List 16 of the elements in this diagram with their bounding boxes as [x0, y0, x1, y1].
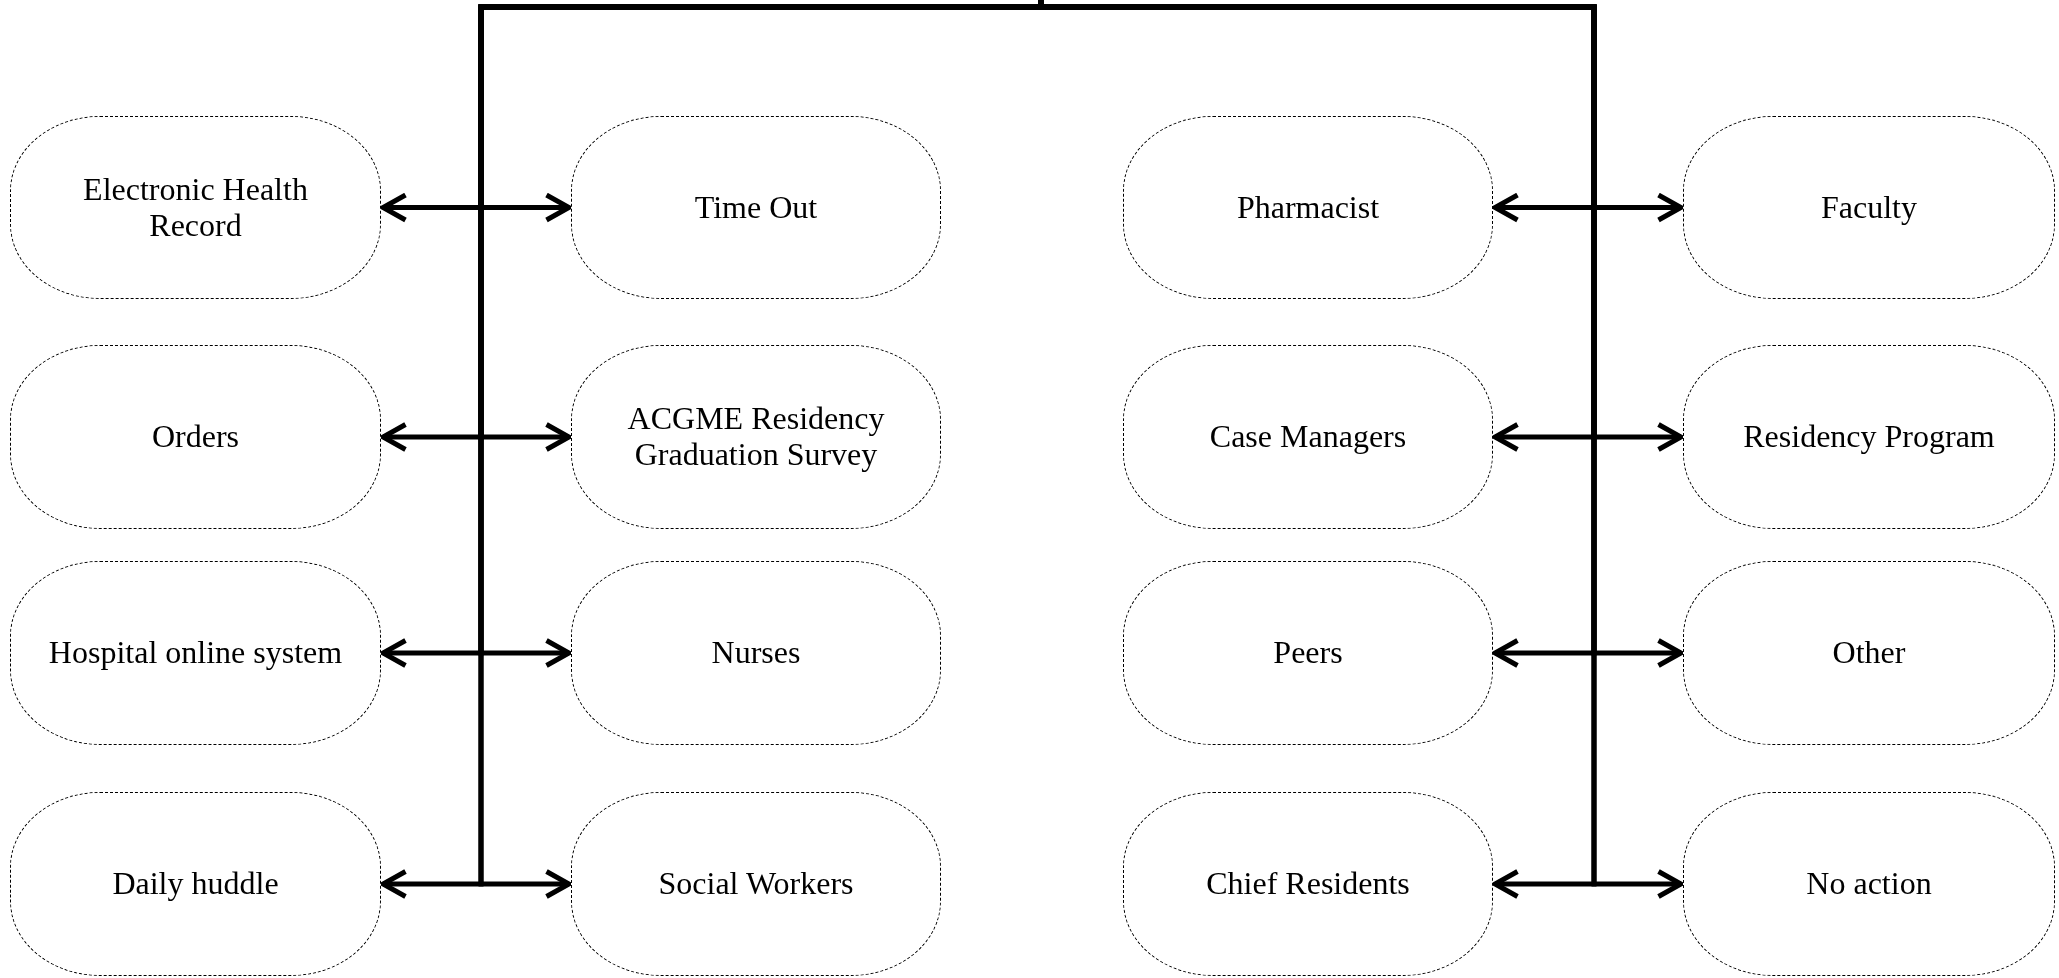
category-box: ACGME Residency Graduation Survey — [571, 345, 941, 529]
category-box: Orders — [10, 345, 381, 529]
category-box: Other — [1683, 561, 2055, 745]
category-box: Social Workers — [571, 792, 941, 976]
category-box: Time Out — [571, 116, 941, 299]
category-box: Nurses — [571, 561, 941, 745]
category-box: Case Managers — [1123, 345, 1493, 529]
category-box: Electronic Health Record — [10, 116, 381, 299]
category-box: Faculty — [1683, 116, 2055, 299]
category-box: Daily huddle — [10, 792, 381, 976]
category-box: Residency Program — [1683, 345, 2055, 529]
category-box: Pharmacist — [1123, 116, 1493, 299]
category-box: No action — [1683, 792, 2055, 976]
category-box: Hospital online system — [10, 561, 381, 745]
category-box: Peers — [1123, 561, 1493, 745]
category-box: Chief Residents — [1123, 792, 1493, 976]
